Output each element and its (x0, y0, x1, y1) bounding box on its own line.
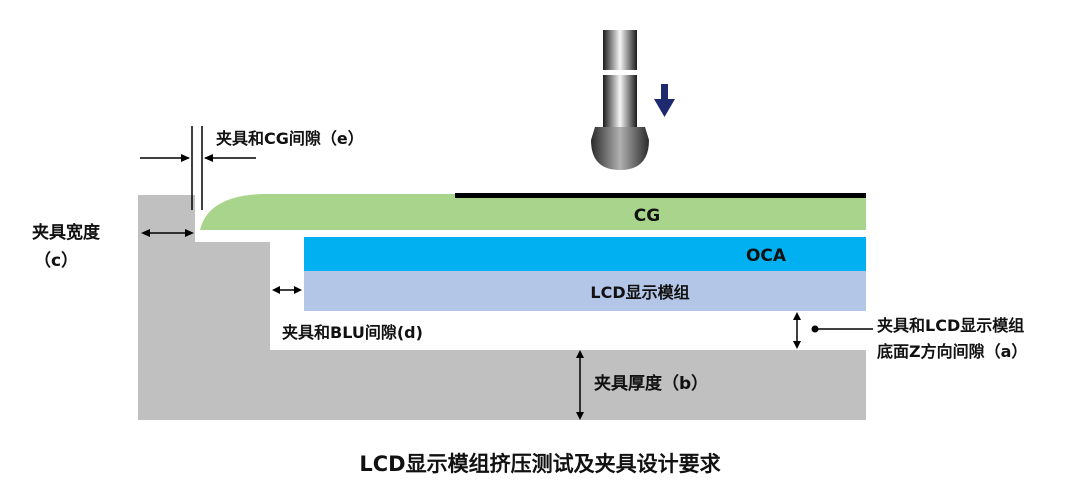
lcd-label: LCD显示模组 (590, 283, 689, 302)
cg-top-film (455, 193, 866, 198)
cg-label: CG (634, 206, 660, 226)
width-c-indicator (141, 229, 194, 237)
fixture-body (138, 195, 866, 420)
width-c-label-line1: 夹具宽度 (32, 222, 101, 243)
lcd-layer (304, 271, 866, 311)
gap-a-label-line2: 底面Z方向间隙（a） (877, 342, 1027, 361)
diagram-caption: LCD显示模组挤压测试及夹具设计要求 (359, 452, 721, 476)
gap-a-label-line1: 夹具和LCD显示模组 (877, 316, 1024, 335)
oca-label: OCA (746, 246, 787, 266)
down-arrow-icon (654, 84, 675, 117)
gap-e-indicator (140, 126, 256, 210)
oca-layer (304, 237, 866, 271)
gap-a-indicator (793, 312, 873, 349)
width-c-label-line2: （c） (34, 250, 78, 271)
cg-layer (200, 194, 866, 230)
thickness-b-indicator (576, 350, 584, 420)
gap-e-label: 夹具和CG间隙（e） (216, 129, 364, 148)
gap-d-indicator (272, 286, 302, 294)
gap-d-label: 夹具和BLU间隙(d) (282, 323, 423, 342)
press-probe-icon (591, 30, 649, 170)
thickness-b-label: 夹具厚度（b） (594, 373, 708, 394)
